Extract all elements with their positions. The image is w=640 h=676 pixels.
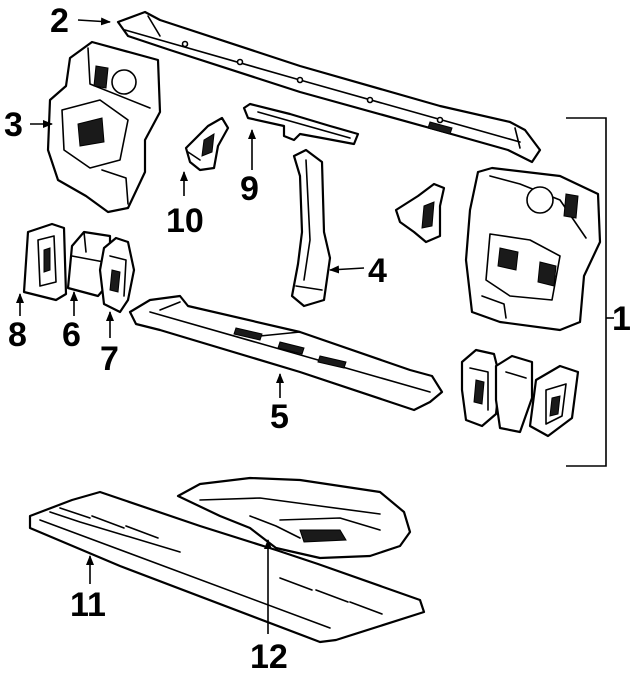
part-10-bracket <box>184 116 230 172</box>
part-right-bracket <box>394 182 446 244</box>
callout-8: 8 <box>8 316 27 354</box>
callout-11: 11 <box>70 586 106 624</box>
callout-12: 12 <box>250 638 288 676</box>
leader-2 <box>77 17 111 26</box>
callout-4: 4 <box>368 252 387 290</box>
part-8-plate <box>22 222 68 302</box>
callout-9: 9 <box>240 170 259 208</box>
callout-5: 5 <box>270 398 289 436</box>
callout-10: 10 <box>166 202 204 240</box>
part-1-group-bracket <box>566 117 607 467</box>
callout-7: 7 <box>100 340 119 378</box>
part-5-lower-crossmember <box>128 294 444 412</box>
callout-3: 3 <box>4 106 23 144</box>
part-4-center-support <box>290 148 332 308</box>
callout-2: 2 <box>50 2 69 40</box>
part-right-side-panel <box>464 166 602 332</box>
part-3-left-side-panel <box>46 40 162 214</box>
part-right-lower-plates <box>460 348 580 438</box>
part-9-center-brace <box>242 102 360 146</box>
callout-6: 6 <box>62 316 81 354</box>
part-2-upper-tie-bar <box>116 10 542 164</box>
part-12-shield <box>176 476 412 560</box>
leader-4 <box>329 265 365 274</box>
callout-1: 1 <box>612 300 631 338</box>
part-11-floor-pan <box>28 490 426 644</box>
part-7-bracket <box>98 236 136 314</box>
